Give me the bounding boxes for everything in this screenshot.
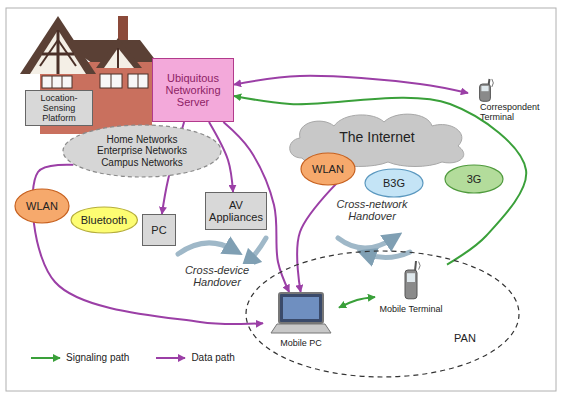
handover-arrow bbox=[248, 238, 266, 262]
data-path bbox=[33, 165, 263, 324]
handover-arrow bbox=[366, 252, 410, 258]
window-bar bbox=[62, 76, 63, 88]
handover-arrows bbox=[178, 238, 410, 262]
ellipse-shape bbox=[365, 169, 423, 197]
house-illustration bbox=[20, 16, 160, 134]
wlan-ellipse: WLAN bbox=[300, 152, 356, 186]
handover-label: Cross-device Handover bbox=[180, 264, 254, 289]
legend-line bbox=[156, 357, 185, 359]
chimney bbox=[118, 16, 128, 42]
legend-row: Data path bbox=[155, 352, 234, 363]
window bbox=[42, 76, 72, 88]
handover-arrow bbox=[178, 243, 234, 254]
server-box: Ubiquitous Networking Server bbox=[152, 58, 234, 122]
signal-wave bbox=[419, 262, 421, 270]
phone-icon bbox=[401, 260, 421, 300]
legend-sample bbox=[155, 353, 187, 363]
timber bbox=[58, 40, 76, 66]
platform-box: Location-Sensing Platform bbox=[25, 90, 93, 126]
window-bar bbox=[138, 74, 139, 88]
text-holder: Correspondent Terminal bbox=[480, 102, 550, 122]
window-bar bbox=[111, 74, 112, 88]
node-label: AV Appliances bbox=[206, 199, 266, 224]
text-holder: Mobile PC bbox=[263, 338, 339, 348]
node-label: Mobile PC bbox=[263, 338, 339, 348]
text-holder: PAN bbox=[445, 332, 485, 344]
node-label: Location-Sensing Platform bbox=[26, 93, 92, 123]
phone-icon bbox=[476, 78, 494, 102]
data-path bbox=[234, 76, 468, 93]
node-label: PC bbox=[151, 224, 166, 236]
label-holder: Cross-device Handover bbox=[180, 264, 254, 290]
laptop-base bbox=[271, 324, 331, 333]
network-ellipse: Home Networks Enterprise Networks Campus… bbox=[62, 124, 222, 178]
phone-screen bbox=[481, 86, 488, 91]
handover-arrow bbox=[338, 238, 394, 248]
legend-row: Signaling path bbox=[30, 352, 129, 363]
mobile-pc: Mobile PC bbox=[263, 292, 339, 356]
legend-sample bbox=[30, 353, 62, 363]
window-bar bbox=[52, 76, 53, 88]
ellipse-shape bbox=[15, 189, 69, 223]
laptop-icon bbox=[271, 292, 331, 334]
phone-body bbox=[480, 84, 491, 101]
frame bbox=[6, 8, 556, 391]
gable-roof bbox=[96, 38, 142, 68]
timber bbox=[57, 30, 60, 74]
phone-body bbox=[405, 270, 417, 299]
laptop-screen bbox=[279, 293, 323, 323]
ellipse-shape bbox=[63, 125, 221, 177]
node-label: Home Networks Enterprise Networks Campus… bbox=[88, 134, 196, 168]
legend-line bbox=[31, 357, 60, 359]
node-label: Mobile Terminal bbox=[375, 304, 447, 314]
text-holder: Mobile Terminal bbox=[375, 304, 447, 314]
3g-ellipse: 3G bbox=[444, 164, 504, 194]
node-label: B3G bbox=[383, 177, 405, 189]
node-label: Ubiquitous Networking Server bbox=[153, 72, 233, 109]
node-label: Correspondent Terminal bbox=[480, 102, 550, 122]
window bbox=[100, 74, 122, 88]
phone-screen bbox=[407, 273, 415, 282]
pan-ellipse: PAN Mobile PC Mobile Terminal bbox=[245, 250, 520, 378]
node-label: WLAN bbox=[312, 163, 344, 175]
ellipse-shape bbox=[445, 165, 503, 193]
node-label: The Internet bbox=[339, 130, 415, 146]
window bbox=[128, 74, 148, 88]
mobile-terminal: Mobile Terminal bbox=[375, 260, 447, 322]
laptop-display bbox=[283, 297, 319, 319]
label-holder: Cross-network Handover bbox=[330, 198, 414, 224]
gable bbox=[30, 30, 86, 74]
node-label: 3G bbox=[467, 173, 482, 185]
timber bbox=[117, 48, 119, 68]
bluetooth-ellipse: Bluetooth bbox=[70, 206, 138, 234]
pc-box: PC bbox=[142, 214, 176, 246]
legend-label: Signaling path bbox=[66, 352, 129, 363]
gable bbox=[104, 48, 134, 68]
node-label: Bluetooth bbox=[81, 214, 127, 226]
legend-label: Data path bbox=[191, 352, 234, 363]
wlan-ellipse: WLAN bbox=[14, 188, 70, 224]
ellipse-shape bbox=[71, 207, 137, 233]
gable-roof bbox=[20, 16, 96, 74]
signal-wave bbox=[492, 79, 494, 87]
handover-label: Cross-network Handover bbox=[330, 198, 414, 223]
node-label: PAN bbox=[445, 332, 485, 344]
av-box: AV Appliances bbox=[205, 192, 267, 230]
correspondent-terminal: Correspondent Terminal bbox=[468, 78, 552, 124]
ellipse-shape bbox=[301, 153, 355, 185]
timber bbox=[40, 40, 58, 66]
b3g-ellipse: B3G bbox=[364, 168, 424, 198]
node-label: WLAN bbox=[26, 200, 58, 212]
legend: Signaling path Data path bbox=[30, 352, 235, 363]
ellipse-shape bbox=[246, 251, 519, 377]
signaling-path bbox=[339, 297, 375, 308]
